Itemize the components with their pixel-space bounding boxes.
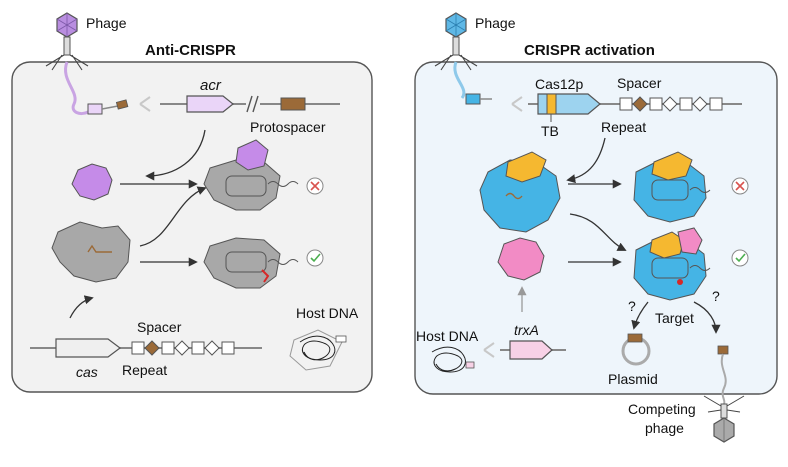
plasmid-icon <box>621 333 651 366</box>
trxa-label: trxA <box>514 322 539 338</box>
question-mark-plasmid: ? <box>628 298 636 314</box>
host-dna-icon <box>431 346 475 373</box>
cas12p-complex <box>479 151 561 233</box>
crrna-squiggle <box>87 244 112 253</box>
left-repeat-label: Repeat <box>122 362 167 378</box>
expression-arrow-gray <box>483 342 495 358</box>
arrow-to-phage <box>693 301 721 334</box>
cas-gene <box>55 338 121 358</box>
left-title: Anti-CRISPR <box>145 42 236 59</box>
success-icon <box>306 249 324 267</box>
left-phage-label: Phage <box>86 15 127 31</box>
fail-icon <box>731 177 749 195</box>
arrow-locus-to-complex <box>566 137 606 184</box>
right-title: CRISPR activation <box>524 42 655 59</box>
arrow-to-plasmid <box>631 301 649 330</box>
protospacer-box <box>280 97 306 111</box>
host-dna-icon <box>289 329 347 371</box>
acr-gene <box>186 95 234 113</box>
crispr-array <box>619 96 723 112</box>
right-spacer-label: Spacer <box>617 75 662 91</box>
crispr-array <box>131 340 235 356</box>
expression-arrow-gray <box>139 96 151 112</box>
activated-complex <box>633 227 711 301</box>
inhibited-complex <box>203 139 299 211</box>
injected-dna <box>453 61 466 99</box>
competing-phage-icon <box>703 345 745 443</box>
success-icon <box>731 249 749 267</box>
acr-label: acr <box>200 77 222 94</box>
cas-complex <box>51 221 131 283</box>
plasmid-label: Plasmid <box>608 371 658 387</box>
trxa-protein <box>497 237 545 281</box>
cas12p-dna-complex <box>633 151 711 223</box>
cas12p-label: Cas12p <box>535 76 583 92</box>
right-host-dna-label: Host DNA <box>416 328 479 344</box>
arrow-complex-down <box>569 213 627 251</box>
arrow-locus-to-cas <box>69 295 94 319</box>
phage-icon <box>434 12 478 71</box>
competing-phage-label-line2: phage <box>645 420 684 436</box>
question-mark-phage: ? <box>712 288 720 304</box>
trxa-gene <box>509 340 553 360</box>
tb-segment <box>546 93 557 115</box>
phage-icon <box>45 12 89 71</box>
protospacer-label: Protospacer <box>250 119 326 135</box>
left-panel <box>11 61 373 393</box>
cas-label: cas <box>76 364 98 380</box>
arrow-acr-to-protein <box>145 129 206 181</box>
cas12p-gene-small <box>465 93 481 105</box>
break-mark <box>246 95 253 113</box>
right-panel <box>414 61 778 395</box>
left-host-dna-label: Host DNA <box>296 305 359 321</box>
acr-protein <box>71 163 113 201</box>
tb-label: TB <box>541 123 559 139</box>
active-complex <box>203 237 299 289</box>
fail-icon <box>306 177 324 195</box>
injected-dna <box>64 61 89 116</box>
right-repeat-label: Repeat <box>601 119 646 135</box>
target-label: Target <box>655 310 694 326</box>
competing-phage-label-line1: Competing <box>628 401 696 417</box>
protospacer-small <box>115 99 129 110</box>
right-phage-label: Phage <box>475 15 516 31</box>
left-spacer-label: Spacer <box>137 319 182 335</box>
acr-gene-small <box>87 103 103 115</box>
arrow-cas-to-top <box>139 186 207 247</box>
expression-arrow-gray <box>511 96 523 112</box>
